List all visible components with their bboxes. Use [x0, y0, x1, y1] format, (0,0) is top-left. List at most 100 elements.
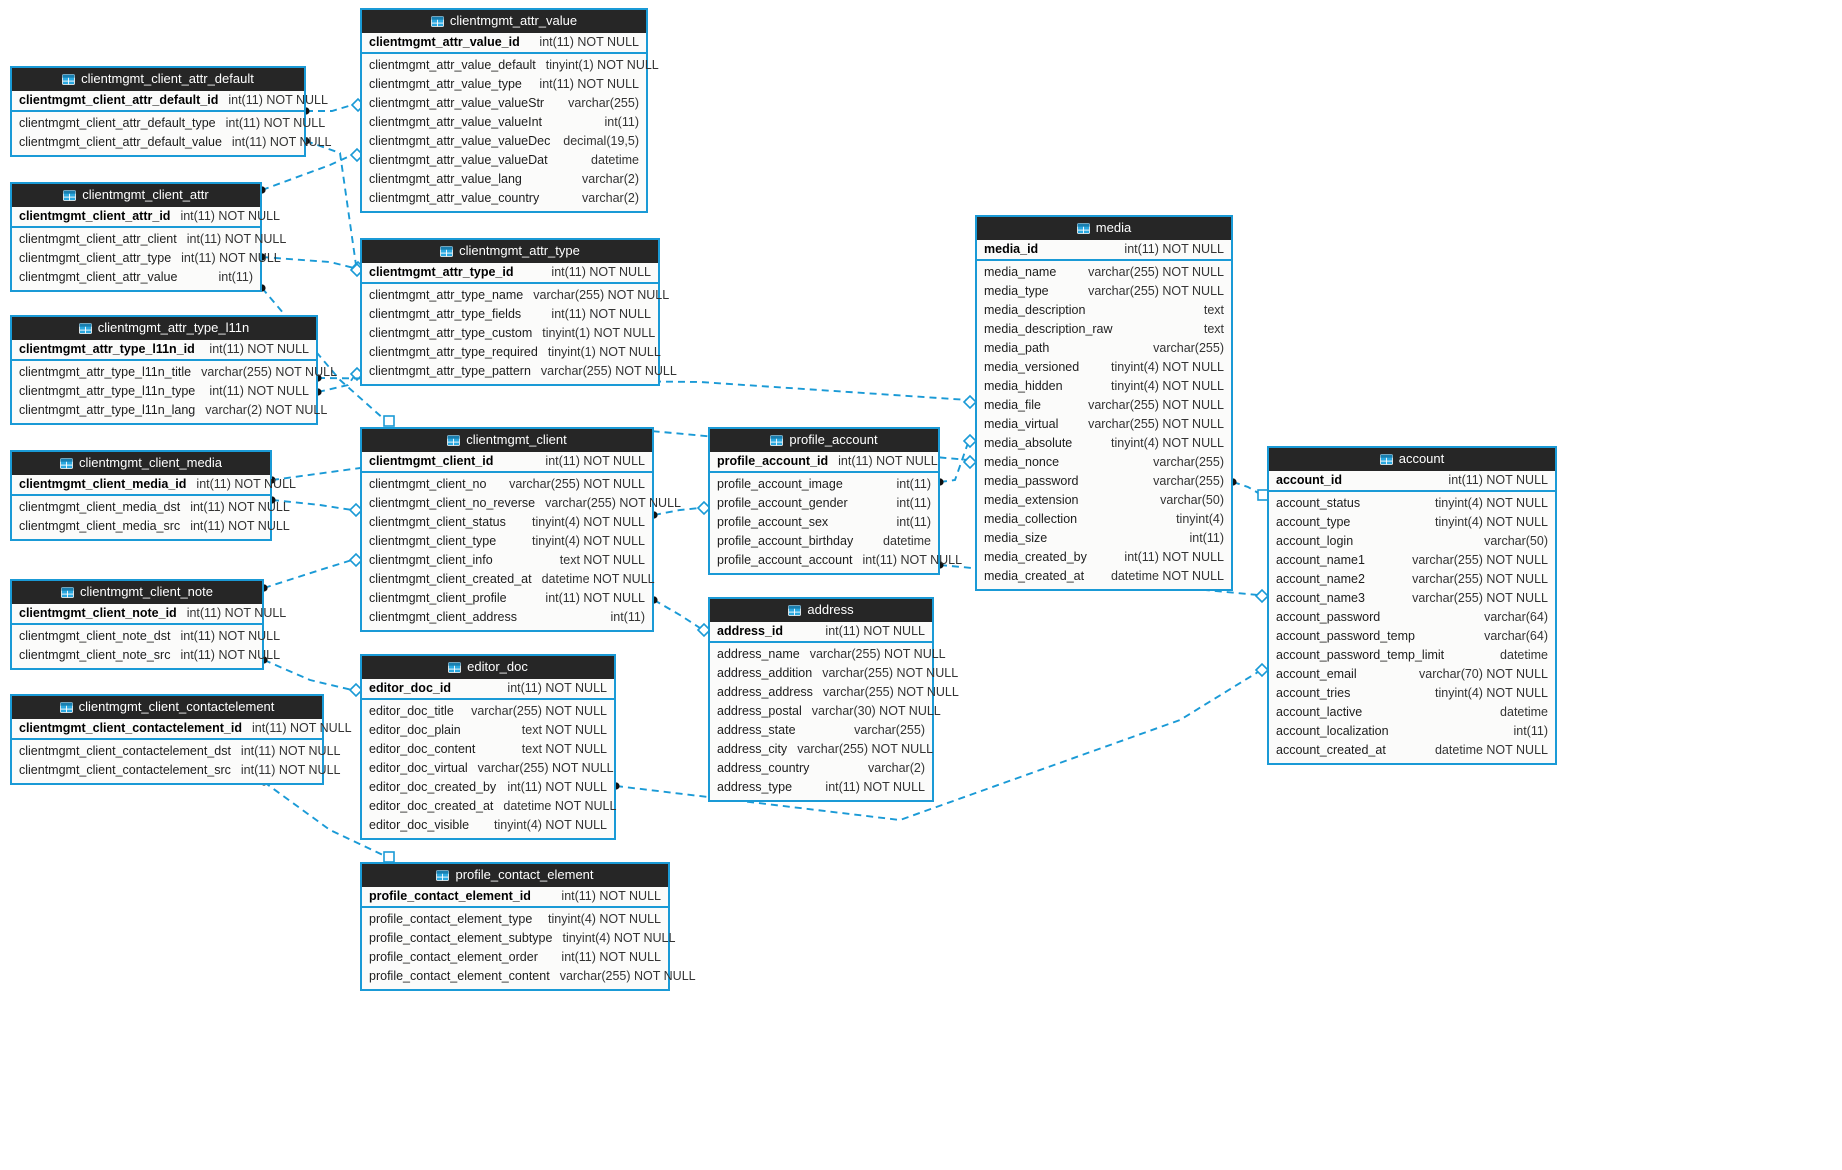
column-name: profile_account_account [717, 553, 853, 567]
column-name: editor_doc_title [369, 704, 454, 718]
relationship-clientmgmt_client_note-to-clientmgmt_client [260, 552, 364, 592]
column-type: int(11) NOT NULL [186, 232, 287, 246]
column-name: media_size [984, 531, 1048, 545]
table-icon [448, 661, 462, 673]
column-name: editor_doc_visible [369, 818, 470, 832]
table-icon [63, 189, 77, 201]
entity-header-clientmgmt_client: clientmgmt_client [362, 429, 652, 452]
relationship-line [653, 599, 701, 629]
field-row: editor_doc_title varchar(255) NOT NULL [362, 702, 614, 721]
column-type: varchar(2) [868, 761, 925, 775]
column-type: tinyint(4) NOT NULL [548, 912, 661, 926]
column-name: profile_account_sex [717, 515, 829, 529]
column-name: account_email [1276, 667, 1357, 681]
column-name: clientmgmt_client_status [369, 515, 506, 529]
pk-column-type: int(11) NOT NULL [561, 889, 661, 903]
field-row: clientmgmt_attr_value_valueDat datetime [362, 151, 646, 170]
column-name: editor_doc_content [369, 742, 476, 756]
column-type: int(11) NOT NULL [209, 384, 309, 398]
pk-column-type: int(11) NOT NULL [551, 265, 651, 279]
column-name: media_hidden [984, 379, 1063, 393]
entity-clientmgmt_client_note[interactable]: clientmgmt_client_note clientmgmt_client_… [10, 579, 286, 670]
relationship-target-box [383, 415, 395, 427]
column-name: clientmgmt_client_media_dst [19, 500, 181, 514]
field-row: media_size int(11) [977, 529, 1231, 548]
relationship-line [261, 154, 353, 191]
column-name: clientmgmt_attr_value_lang [369, 172, 522, 186]
column-type: datetime [591, 153, 639, 167]
column-name: profile_contact_element_order [369, 950, 538, 964]
column-name: clientmgmt_attr_value_valueDat [369, 153, 548, 167]
column-name: clientmgmt_attr_type_l11n_lang [19, 403, 196, 417]
pk-column-name: clientmgmt_client_attr_id [19, 209, 171, 223]
column-type: int(11) NOT NULL [539, 77, 639, 91]
column-name: clientmgmt_client_attr_value [19, 270, 178, 284]
column-type: varchar(255) NOT NULL [471, 704, 607, 718]
column-name: account_lactive [1276, 705, 1363, 719]
pk-column-type: int(11) NOT NULL [196, 477, 296, 491]
column-type: varchar(255) NOT NULL [1088, 265, 1224, 279]
column-type: varchar(255) NOT NULL [822, 666, 959, 680]
column-type: tinyint(1) NOT NULL [542, 326, 656, 340]
column-name: address_city [717, 742, 788, 756]
entity-clientmgmt_client_attr[interactable]: clientmgmt_client_attr clientmgmt_client_… [10, 182, 286, 292]
column-name: media_created_at [984, 569, 1085, 583]
column-type: datetime NOT NULL [1110, 569, 1224, 583]
column-type: int(11) NOT NULL [507, 780, 607, 794]
column-type: tinyint(4) NOT NULL [1435, 515, 1548, 529]
entity-header-clientmgmt_client_note: clientmgmt_client_note [12, 581, 262, 604]
column-type: varchar(255) NOT NULL [809, 647, 946, 661]
column-type: varchar(255) NOT NULL [1088, 284, 1224, 298]
column-name: profile_contact_element_type [369, 912, 533, 926]
column-type: text NOT NULL [559, 553, 645, 567]
column-type: int(11) [1513, 724, 1548, 738]
entity-title: clientmgmt_client_note [80, 584, 213, 599]
entity-header-clientmgmt_client_attr: clientmgmt_client_attr [12, 184, 260, 207]
column-type: varchar(64) [1484, 610, 1548, 624]
pk-column-name: profile_contact_element_id [369, 889, 531, 903]
column-name: clientmgmt_attr_type_name [369, 288, 524, 302]
column-type: varchar(255) NOT NULL [559, 969, 696, 983]
entity-header-clientmgmt_attr_type_l11n: clientmgmt_attr_type_l11n [12, 317, 316, 340]
column-type: int(11) [1189, 531, 1224, 545]
entity-clientmgmt_attr_type_l11n[interactable]: clientmgmt_attr_type_l11n clientmgmt_attr… [10, 315, 337, 425]
column-type: tinyint(4) NOT NULL [1111, 379, 1224, 393]
column-type: varchar(255) NOT NULL [540, 364, 677, 378]
column-type: varchar(255) NOT NULL [822, 685, 959, 699]
column-type: text [1203, 322, 1224, 336]
column-name: media_collection [984, 512, 1078, 526]
